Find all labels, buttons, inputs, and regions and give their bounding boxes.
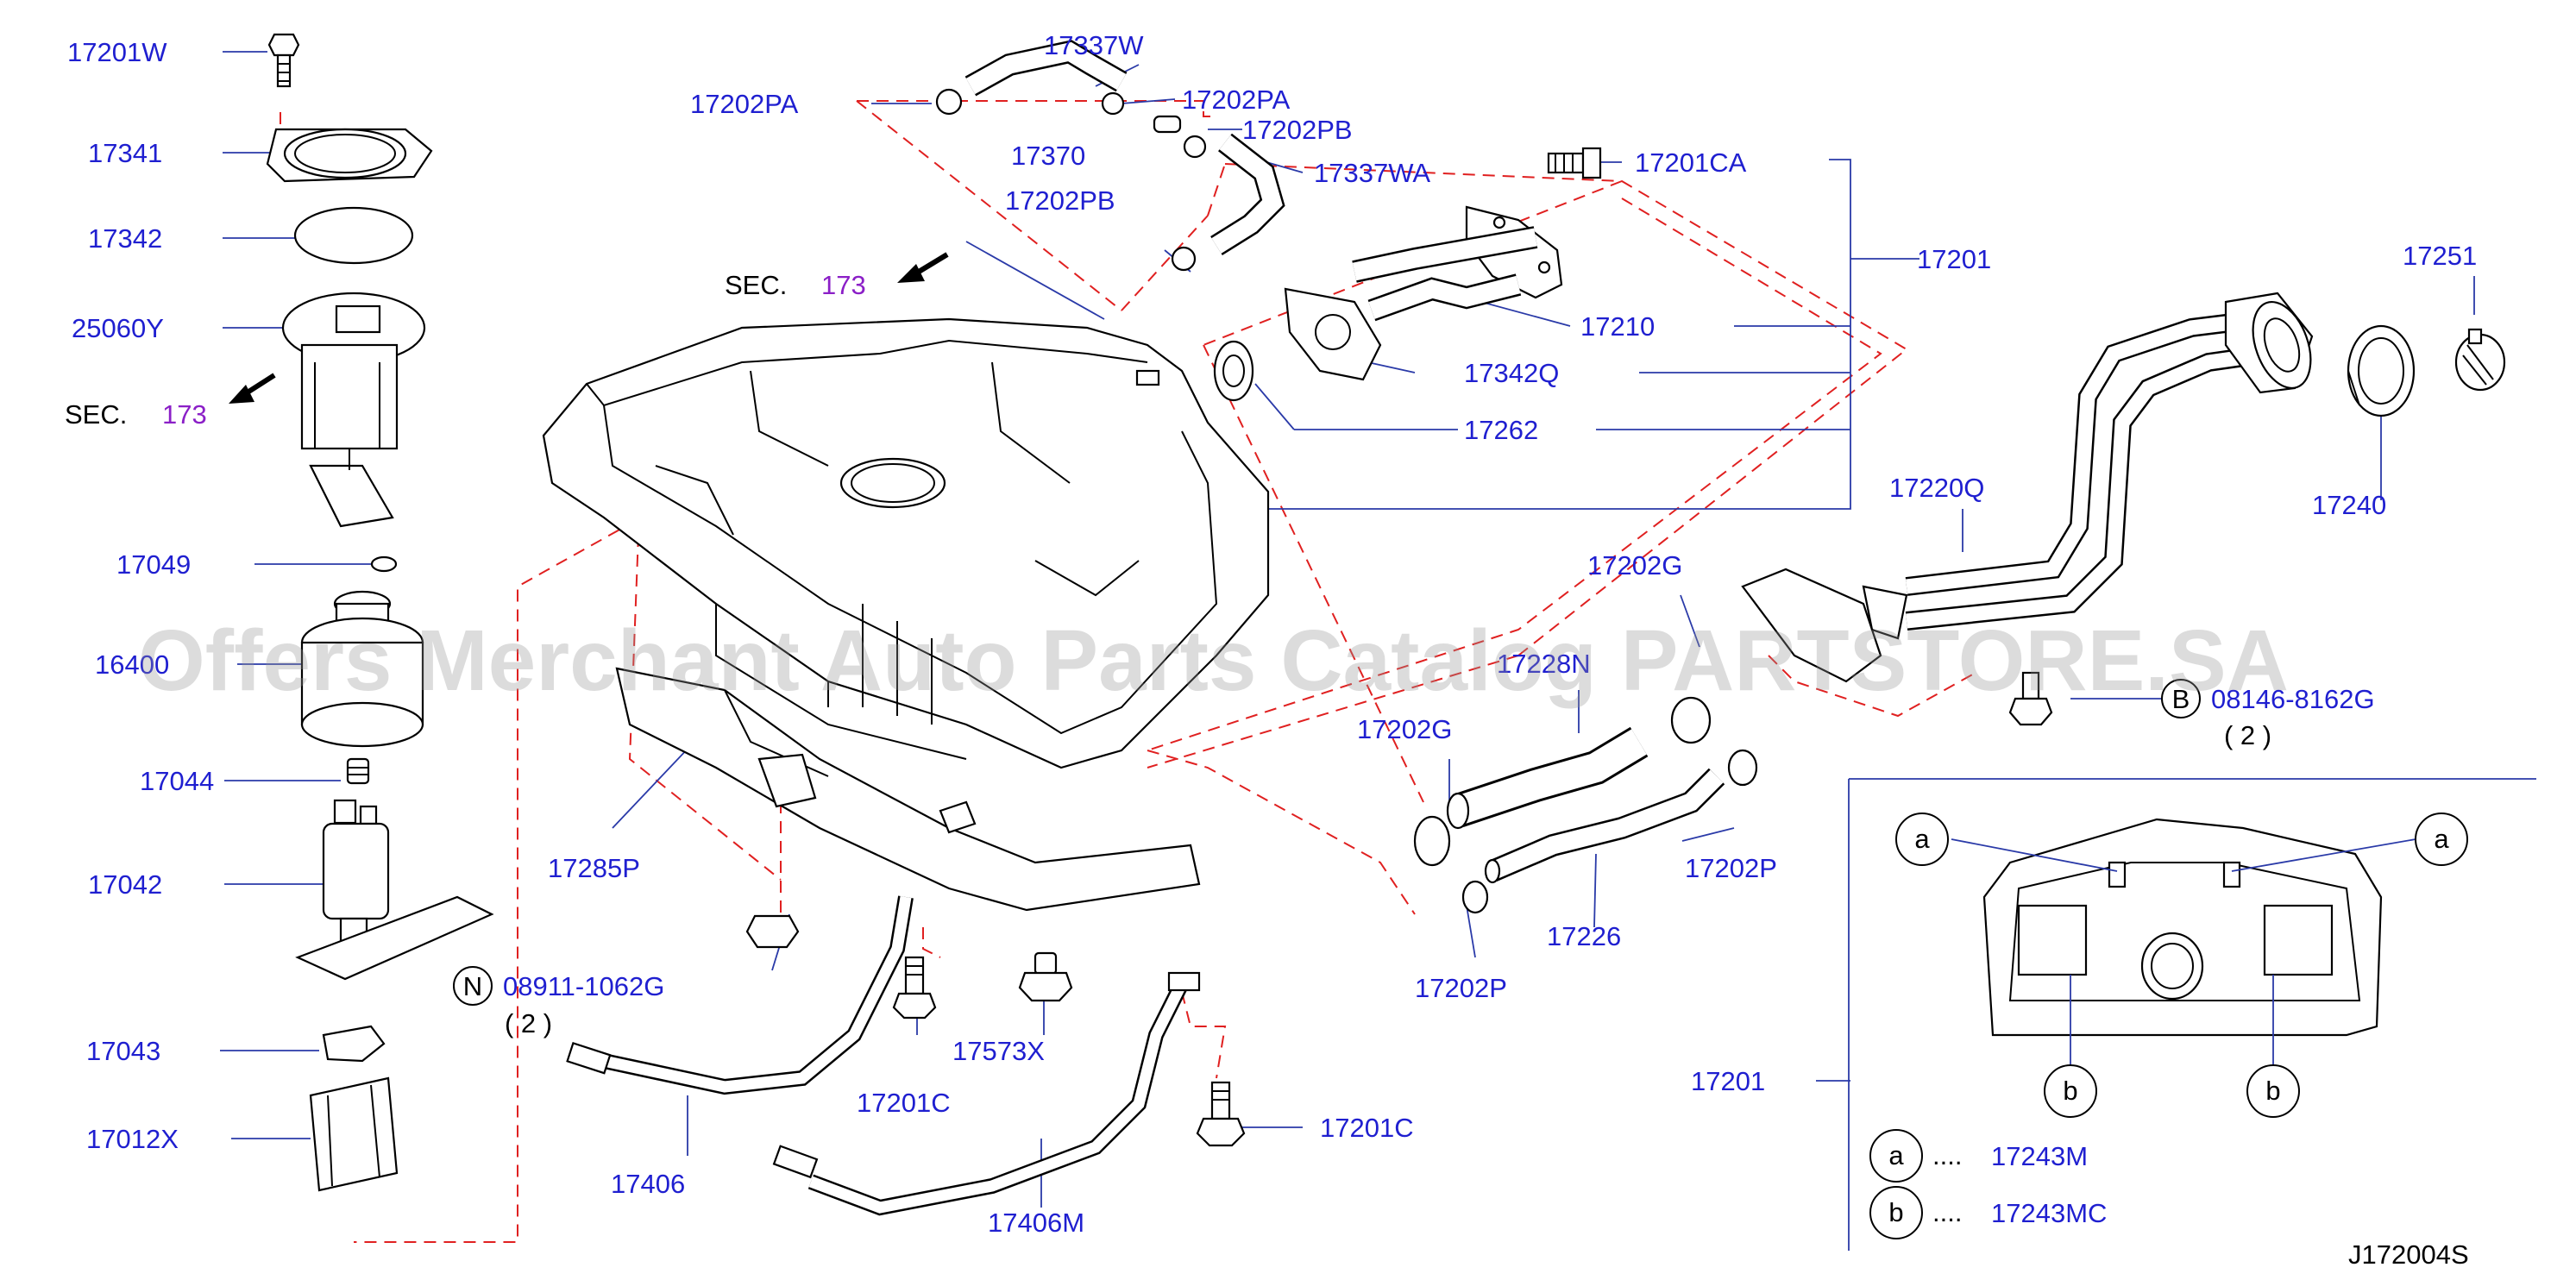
label-17202g-left: 17202G [1357,714,1452,744]
label-17043: 17043 [86,1036,160,1066]
tank-strap-17406 [566,895,914,1095]
label-17202pa-left: 17202PA [690,89,799,119]
nut-08911 [745,914,800,949]
label-17370: 17370 [1011,141,1085,171]
filler-neck-17220q [1741,292,2314,683]
grommet-17262 [1213,340,1254,402]
label-16400: 16400 [95,649,169,680]
label-17573x: 17573X [952,1036,1045,1066]
label-17337w: 17337W [1044,30,1144,60]
bolt-17201c-a [892,956,937,1020]
label-08911-qty: ( 2 ) [505,1008,552,1038]
cap-ring-17240 [2347,324,2416,417]
filler-tube-17210 [1352,205,1563,322]
fuel-tank [542,317,1270,769]
label-25060y: 25060Y [72,313,164,343]
legend-b-dots: .... [1932,1197,1962,1227]
gasket-17342q [1284,287,1382,381]
bolt-17201w [267,33,300,88]
label-17201c-a: 17201C [857,1088,951,1118]
sec-arrows [229,252,949,404]
hose-17226 [1484,768,1725,884]
assembly-dashed-lines [280,100,1976,1243]
fuel-filter-16400 [300,590,424,748]
label-17201-top: 17201 [1917,244,1991,274]
label-17049: 17049 [116,549,191,580]
label-17226: 17226 [1547,921,1621,951]
label-17044: 17044 [140,766,214,796]
legend-a-circle: a [1888,1140,1904,1170]
label-17202p-bottom: 17202P [1415,973,1507,1003]
callout-b: B [2172,684,2190,714]
hose-17228n [1446,726,1649,830]
legend-a-dots: .... [1932,1140,1962,1170]
label-sec-mid-num: 173 [821,270,866,300]
label-17202pa-right: 17202PA [1182,85,1291,115]
bolt-08146 [2008,671,2053,726]
hose-clamps [1413,696,1758,914]
label-08146: 08146-8162G [2211,684,2375,714]
bolt-17201ca [1547,147,1602,179]
clip-17043 [322,1025,386,1063]
label-17201-inset: 17201 [1691,1066,1765,1096]
label-17202g-top: 17202G [1587,550,1682,580]
label-17202p-right: 17202P [1685,853,1777,883]
legend-a-part: 17243M [1991,1141,2088,1171]
label-17342: 17342 [88,223,162,254]
callout-n: N [463,971,482,1001]
label-17202pb-mid: 17202PB [1005,185,1115,216]
label-17341: 17341 [88,138,162,168]
label-17240: 17240 [2312,490,2386,520]
grommet-17044 [346,757,370,785]
label-17406m: 17406M [988,1208,1084,1238]
label-17228n: 17228N [1497,649,1591,679]
vent-hoses [935,40,1285,272]
label-17201w: 17201W [67,37,167,67]
nut-17573x [1018,951,1073,1002]
label-17285p: 17285P [548,853,640,883]
fuel-pump-17042 [295,799,494,981]
pump-assembly-parts [266,33,494,1192]
protector-17285p [615,667,1201,912]
legend-b-circle: b [1888,1197,1903,1227]
label-17042: 17042 [88,869,162,900]
retainer-17012x [309,1076,399,1192]
watermark: Offers Merchant Auto Parts Catalog PARTS… [138,612,2289,709]
gasket-17342 [293,206,414,265]
legend-b-part: 17243MC [1991,1198,2107,1228]
callout-circles: N B a a b b a b [453,679,2468,1239]
bolt-17201c-b [1196,1081,1246,1147]
label-08146-qty: ( 2 ) [2224,720,2271,750]
label-08911: 08911-1062G [503,971,664,1001]
label-17201c-b: 17201C [1320,1113,1414,1143]
label-sec-left: SEC. [65,399,127,430]
o-ring-17049 [370,555,398,573]
diagram-code: J172004S [2348,1239,2469,1270]
lock-ring-17341 [266,128,433,183]
callout-b-left: b [2063,1076,2077,1106]
label-17012x: 17012X [86,1124,179,1154]
label-17406: 17406 [611,1169,685,1199]
callout-b-right: b [2265,1076,2280,1106]
label-17202pb-top: 17202PB [1242,115,1353,145]
fuel-cap-17251 [2454,328,2506,392]
callout-a-right: a [2434,824,2449,854]
label-17201ca: 17201CA [1635,147,1747,178]
part-labels: 17201W 17341 17342 25060Y SEC. 173 17049… [65,30,2477,1270]
label-sec-left-num: 173 [162,399,207,430]
fuel-sender-25060y [281,292,426,528]
leader-lines [220,51,2536,1251]
callout-a-left: a [1914,824,1930,854]
inset-tank-bottom-view [1951,818,2416,1074]
label-17262: 17262 [1464,415,1538,445]
tank-strap-17406m [772,971,1201,1216]
label-17220q: 17220Q [1889,473,1984,503]
label-17342q: 17342Q [1464,358,1559,388]
label-sec-mid: SEC. [725,270,787,300]
label-17251: 17251 [2403,241,2477,271]
label-17337wa: 17337WA [1314,158,1430,188]
label-17210: 17210 [1580,311,1655,342]
